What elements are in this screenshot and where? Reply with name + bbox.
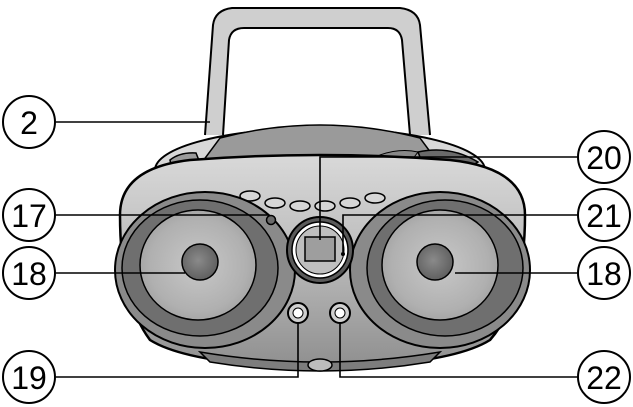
lcd-screen (304, 236, 336, 262)
right-speaker (349, 191, 531, 349)
callout-number: 2 (20, 105, 38, 141)
carry-handle (204, 7, 431, 136)
left-speaker-cone (181, 243, 219, 281)
callout-number: 18 (586, 256, 622, 292)
sensor-light (265, 214, 277, 226)
callout-cd-lid: 20 (577, 130, 631, 184)
left-jack (287, 302, 309, 324)
leader-line-right-jack (339, 323, 586, 378)
callout-number: 17 (11, 198, 47, 234)
leader-line-cd-lid (319, 156, 586, 240)
right-jack (329, 302, 351, 324)
control-button (364, 192, 386, 204)
callout-number: 20 (586, 140, 622, 176)
callout-speaker-left: 18 (2, 246, 56, 300)
right-speaker-cone (416, 243, 454, 281)
callout-left-jack: 19 (2, 350, 56, 404)
callout-number: 22 (586, 360, 622, 396)
callout-number: 21 (586, 198, 622, 234)
callout-right-jack: 22 (577, 350, 631, 404)
control-button (264, 197, 286, 209)
callout-sensor-light: 17 (2, 188, 56, 242)
leader-line-display (342, 214, 586, 252)
callout-handle: 2 (2, 95, 56, 149)
control-button (339, 197, 361, 209)
leader-line-left-jack (56, 323, 299, 378)
callout-display: 21 (577, 188, 631, 242)
left-speaker (114, 191, 296, 349)
control-button (239, 190, 261, 202)
control-button (289, 200, 311, 212)
leader-lines (56, 121, 586, 378)
center-display (286, 216, 354, 284)
control-buttons-row (239, 190, 386, 212)
display-indicator-dot (341, 252, 345, 256)
callout-speaker-right: 18 (577, 246, 631, 300)
callout-number: 18 (11, 256, 47, 292)
control-button (314, 200, 336, 212)
callout-number: 19 (11, 360, 47, 396)
